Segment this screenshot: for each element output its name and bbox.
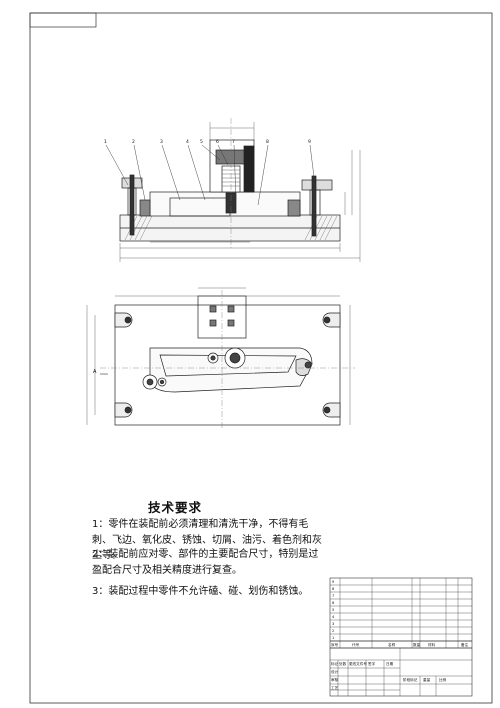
sign-mark: 标记 [331, 662, 339, 666]
sign-count: 处数 [339, 662, 347, 666]
parts-list-cell: 5 [332, 608, 335, 612]
part-number: 6 [216, 139, 219, 145]
role-review: 审核 [331, 678, 339, 682]
header-note: 备注 [461, 643, 469, 647]
parts-list-cell: 4 [332, 615, 335, 619]
part-number: 8 [266, 139, 269, 145]
parts-list-cell: 6 [332, 601, 335, 605]
tech-requirement-item: 2：装配前应对零、部件的主要配合尺寸，特别是过盈配合尺寸及相关精度进行复查。 [92, 549, 319, 576]
parts-list-cell: 9 [332, 580, 335, 584]
header-material: 材料 [428, 643, 436, 647]
front-view [105, 118, 361, 262]
part-number: 2 [132, 139, 135, 145]
weight: 重量 [423, 678, 431, 682]
part-number: 5 [200, 139, 203, 145]
tech-requirements-title: 技术要求 [148, 500, 203, 515]
part-number: 1 [104, 139, 107, 145]
parts-list-cell: 8 [332, 587, 335, 591]
tech-requirement-item: 1：零件在装配前必须清理和清洗干净，不得有毛刺、飞边、氧化皮、锈蚀、切屑、油污、… [92, 519, 322, 561]
part-number: 3 [160, 139, 163, 145]
parts-list-cell: 3 [332, 622, 335, 626]
role-process: 工艺 [331, 686, 339, 690]
part-number-labels: 1 2 3 4 5 6 7 8 9 [104, 139, 311, 145]
sign-signature: 签字 [368, 662, 376, 666]
part-number: 4 [186, 139, 189, 145]
section-label: A [93, 369, 97, 375]
parts-list-cell: 1 [332, 636, 335, 640]
parts-list-cell: 7 [332, 594, 335, 598]
header-seq: 序号 [331, 643, 339, 647]
corner-code-box [29, 12, 97, 28]
title-block [329, 577, 473, 697]
header-name: 名称 [388, 643, 396, 647]
stage-mark: 阶段标记 [403, 678, 418, 682]
part-number: 7 [232, 139, 235, 145]
header-qty: 数量 [413, 643, 421, 647]
scale: 比例 [439, 678, 447, 682]
role-design: 设计 [331, 670, 339, 674]
tech-requirement-item: 3：装配过程中零件不允许磕、碰、划伤和锈蚀。 [92, 586, 309, 597]
sign-date: 日期 [386, 662, 394, 666]
top-view [86, 287, 355, 430]
header-code: 代号 [352, 643, 360, 647]
part-number: 9 [308, 139, 311, 145]
outer-border [29, 12, 493, 704]
parts-list-cell: 2 [332, 629, 335, 633]
sign-change-doc: 更改文件号 [349, 662, 367, 666]
